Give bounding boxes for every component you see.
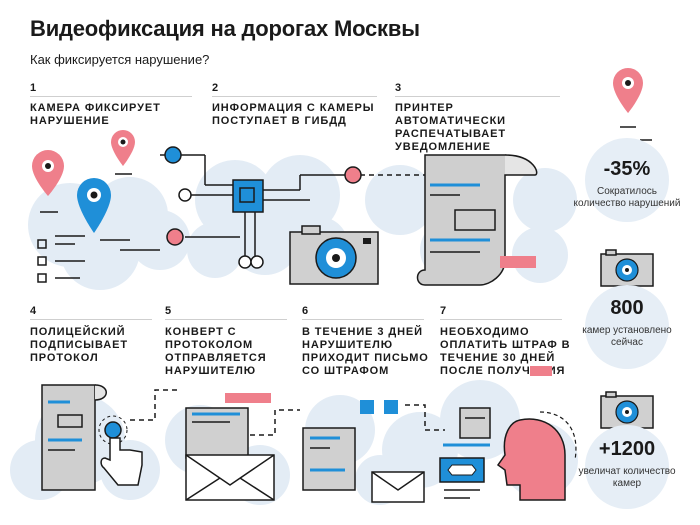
stat-background	[585, 285, 669, 369]
stat-caption-cameras: камер установлено сейчас	[582, 325, 672, 348]
step-5-number: 5	[165, 305, 172, 317]
map-pin-icon	[111, 130, 135, 175]
divider	[30, 96, 192, 97]
page-subtitle: Как фиксируется нарушение?	[30, 52, 210, 67]
divider	[165, 319, 287, 320]
step-7-number: 7	[440, 305, 447, 317]
divider	[30, 319, 152, 320]
banknote-icon	[439, 457, 485, 499]
map-pin-icon	[32, 150, 64, 213]
map-pin-icon	[613, 68, 652, 141]
stat-value-new-cameras: +1200	[598, 438, 656, 460]
step-6-number: 6	[302, 305, 309, 317]
hand-pointer-icon	[98, 415, 143, 486]
page-title: Видеофиксация на дорогах Москвы	[30, 16, 420, 41]
map-pin-icon	[77, 178, 111, 233]
camera-icon	[600, 391, 654, 429]
printer-paper-icon	[416, 154, 538, 286]
step-5-text: Конверт с протоколом отправляется наруши…	[165, 326, 267, 377]
step-6-text: В течение 3 дней нарушителю приходит пис…	[302, 326, 429, 377]
divider	[212, 96, 377, 97]
step-2-text: Информация с камеры поступает в ГИБДД	[212, 102, 375, 127]
divider	[395, 96, 560, 97]
step-3-number: 3	[395, 82, 402, 94]
stat-background	[585, 138, 669, 222]
stat-value-violations: -35%	[603, 158, 651, 180]
stat-background	[585, 425, 669, 509]
stat-caption-violations: Сократилось количество нарушений	[573, 186, 681, 209]
step-1-number: 1	[30, 82, 37, 94]
divider	[440, 319, 562, 320]
document-icon	[443, 407, 491, 447]
head-profile-icon	[496, 411, 577, 501]
document-icon	[302, 400, 425, 503]
divider	[302, 319, 424, 320]
step-4-number: 4	[30, 305, 37, 317]
step-3-text: Принтер автоматически распечатывает увед…	[395, 102, 506, 153]
step-2-number: 2	[212, 82, 219, 94]
stat-caption-new-cameras: увеличат количество камер	[578, 466, 676, 489]
chip-icon	[232, 179, 264, 213]
step-4-text: Полицейский подписывает протокол	[30, 326, 128, 364]
step-7-text: Необходимо оплатить штраф в течение 30 д…	[440, 326, 571, 377]
step-1-text: Камера фиксирует нарушение	[30, 102, 161, 127]
document-icon	[41, 384, 107, 491]
envelope-icon	[185, 393, 275, 501]
camera-icon	[600, 249, 654, 287]
camera-icon	[289, 225, 379, 285]
stat-value-cameras: 800	[610, 297, 644, 319]
